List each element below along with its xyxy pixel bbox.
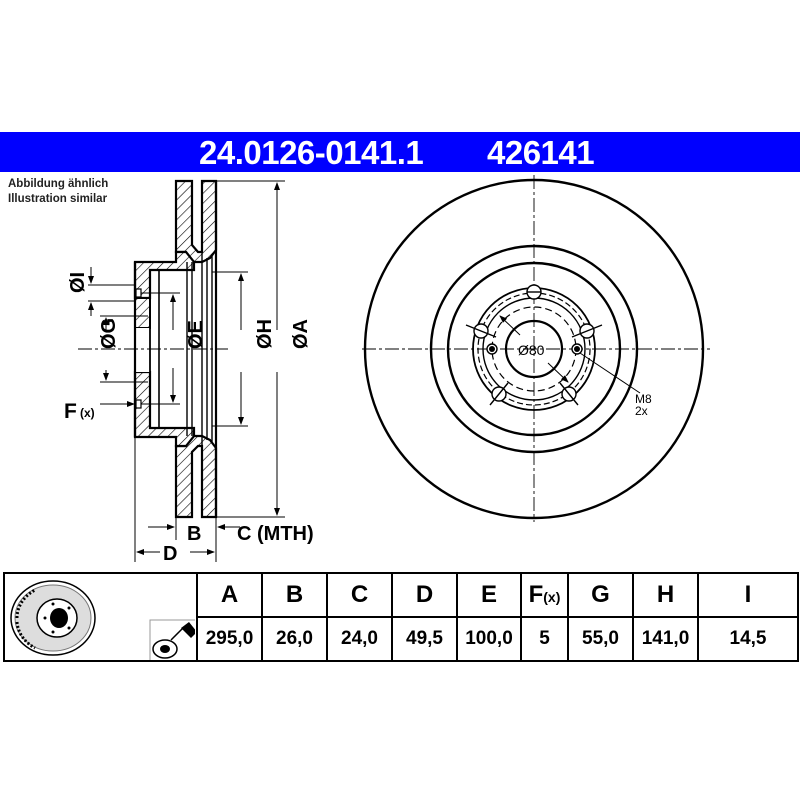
- header-F: F(x): [520, 572, 569, 618]
- dim-label-A: ØA: [290, 319, 312, 349]
- outer-disc-circle: [363, 178, 705, 520]
- header-C: C: [326, 572, 393, 618]
- front-view: [362, 175, 710, 522]
- coated-disc-spray-icon: [149, 619, 195, 660]
- friction-inner-circle: [429, 244, 639, 454]
- dim-label-C: C (MTH): [237, 523, 314, 545]
- header-I: I: [697, 572, 799, 618]
- note-german: Abbildung ähnlich: [8, 178, 109, 190]
- dim-label-F-sub: (x): [80, 406, 95, 420]
- technical-drawing: ØI ØG ØE ØH ØA F (x) B C (MTH) D: [64, 175, 710, 565]
- value-G: 55,0: [567, 616, 634, 662]
- value-C: 24,0: [326, 616, 393, 662]
- illustration-note: Abbildung ähnlich Illustration similar: [8, 177, 108, 207]
- table-header-row: A B C D E F(x) G H I: [3, 572, 799, 662]
- thread-count-label: 2x: [635, 404, 648, 418]
- header-A: A: [196, 572, 263, 618]
- header-E: E: [456, 572, 522, 618]
- note-english: Illustration similar: [8, 193, 108, 205]
- brake-disc-illustration: [10, 580, 96, 656]
- dim-label-D: D: [163, 543, 177, 565]
- header-G: G: [567, 572, 634, 618]
- dim-label-B: B: [187, 523, 201, 545]
- illustration-cell: [3, 572, 198, 662]
- value-F: 5: [520, 616, 569, 662]
- bolt-holes: [465, 284, 603, 406]
- threaded-holes: [486, 343, 583, 355]
- value-A: 295,0: [196, 616, 263, 662]
- title-banner: 24.0126-0141.1 426141: [0, 132, 800, 172]
- thread-label: M8: [635, 392, 652, 406]
- reference-number: 426141: [487, 134, 595, 171]
- value-B: 26,0: [261, 616, 328, 662]
- header-F-sub: (x): [543, 589, 561, 605]
- value-D: 49,5: [391, 616, 458, 662]
- header-B: B: [261, 572, 328, 618]
- value-H: 141,0: [632, 616, 699, 662]
- dim-label-E: ØE: [185, 320, 207, 349]
- header-F-label: F: [528, 581, 544, 608]
- table-value-row: 295,0 26,0 24,0 49,5 100,0 5 55,0 141,0 …: [4, 616, 799, 662]
- center-bore-label: Ø80: [518, 342, 545, 358]
- value-E: 100,0: [456, 616, 522, 662]
- cross-section-view: [78, 179, 285, 562]
- dim-label-F: F: [64, 400, 77, 423]
- value-I: 14,5: [697, 616, 799, 662]
- spec-table: A B C D E F(x) G H I 295,0 26,0 24,0 49,…: [3, 572, 799, 662]
- header-D: D: [391, 572, 458, 618]
- front-view-labels: Ø80 M8 2x: [518, 342, 652, 418]
- center-bore: [504, 319, 564, 379]
- part-number: 24.0126-0141.1: [199, 134, 424, 171]
- dim-label-G: ØG: [98, 318, 120, 349]
- dim-label-H: ØH: [254, 319, 276, 349]
- header-H: H: [632, 572, 699, 618]
- cross-section-labels: ØI ØG ØE ØH ØA F (x) B C (MTH) D: [64, 272, 314, 565]
- dim-label-I: ØI: [67, 272, 89, 293]
- hat-circle: [446, 261, 622, 437]
